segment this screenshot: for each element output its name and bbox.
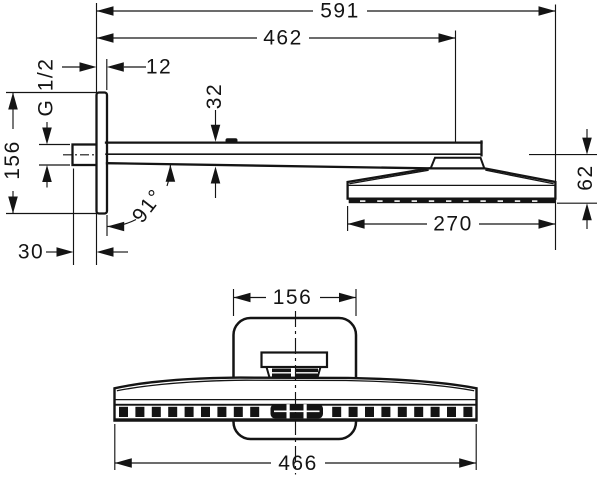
dim-462-label: 462 bbox=[263, 27, 303, 50]
nozzle-mark bbox=[514, 200, 521, 202]
nozzle-mark bbox=[201, 406, 210, 417]
arm-mount-plate bbox=[260, 351, 329, 369]
arrowhead bbox=[56, 247, 74, 257]
nozzle-mark bbox=[119, 406, 128, 417]
nozzle-mark bbox=[360, 200, 366, 202]
dim-thread: G 1/2 bbox=[35, 58, 70, 188]
arrowhead bbox=[459, 458, 477, 468]
arrowhead bbox=[8, 92, 18, 110]
arrowhead bbox=[42, 165, 52, 182]
dim-arm-angle: 91° bbox=[106, 164, 176, 236]
dim-plate-thickness: 12 bbox=[62, 56, 172, 90]
dim-30-label: 30 bbox=[18, 241, 44, 264]
nozzle-mark bbox=[446, 200, 452, 202]
arrowhead bbox=[538, 6, 556, 16]
arrowhead bbox=[96, 33, 114, 43]
arrowhead bbox=[114, 458, 132, 468]
head-outline bbox=[346, 167, 557, 200]
nozzle-mark bbox=[411, 200, 417, 202]
arrowhead bbox=[165, 164, 176, 182]
nozzle-mark bbox=[414, 406, 424, 417]
shower-head-side bbox=[346, 156, 557, 204]
nozzle-mark bbox=[447, 406, 456, 417]
dim-arm-height: 32 bbox=[203, 83, 226, 198]
side-view: 591 462 12 bbox=[1, 0, 597, 265]
dim-plate-height: 156 bbox=[1, 91, 96, 215]
dim-length-to-spray-center: 462 bbox=[96, 27, 457, 142]
arrowhead bbox=[107, 221, 125, 232]
dim-overall-length: 591 bbox=[96, 0, 557, 250]
nozzle-squares bbox=[119, 406, 473, 417]
spray-face bbox=[348, 198, 556, 204]
nozzle-mark bbox=[365, 406, 374, 417]
nozzle-mark bbox=[381, 406, 391, 417]
dim-62-label: 62 bbox=[574, 164, 597, 190]
arrowhead bbox=[96, 247, 114, 257]
nozzle-mark bbox=[397, 406, 407, 417]
wall-plate-side bbox=[95, 91, 109, 215]
dim-g12-label: G 1/2 bbox=[35, 58, 58, 117]
arrowhead bbox=[582, 203, 592, 221]
arm-underside-edge bbox=[105, 162, 434, 170]
nozzle-mark bbox=[168, 406, 178, 417]
nozzle-mark bbox=[428, 200, 435, 202]
arrowhead bbox=[538, 219, 556, 229]
arrowhead bbox=[438, 33, 456, 43]
dim-head-width: 466 bbox=[114, 424, 477, 475]
bottom-view: 156 bbox=[113, 286, 478, 475]
head-inner-slope bbox=[349, 169, 429, 185]
dim-head-height: 62 bbox=[529, 129, 597, 229]
arrowhead bbox=[339, 292, 356, 303]
nozzle-mark bbox=[430, 406, 440, 417]
arrowhead bbox=[210, 124, 221, 142]
dim-head-depth: 270 bbox=[347, 206, 556, 236]
nozzle-mark bbox=[217, 406, 227, 417]
arrowhead bbox=[8, 196, 18, 214]
arrowhead bbox=[42, 127, 52, 145]
dim-591-label: 591 bbox=[320, 0, 360, 23]
arrowhead bbox=[106, 62, 124, 72]
nozzle-mark bbox=[151, 406, 161, 417]
arrowhead bbox=[79, 62, 97, 72]
arrowhead bbox=[347, 219, 365, 229]
dim-plate-width: 156 bbox=[232, 286, 357, 316]
nozzle-mark bbox=[463, 200, 469, 202]
dim-12-label: 12 bbox=[146, 56, 172, 79]
arm-detail-bump bbox=[225, 138, 238, 143]
head-connector bbox=[429, 156, 486, 170]
dim-270-label: 270 bbox=[433, 213, 473, 236]
arrowhead bbox=[96, 6, 114, 16]
dim-32-label: 32 bbox=[203, 83, 226, 109]
nozzle-mark bbox=[233, 406, 243, 417]
nozzle-mark bbox=[394, 200, 400, 202]
nozzle-mark bbox=[250, 406, 260, 417]
dim-pipe-projection: 30 bbox=[18, 168, 128, 265]
nozzle-mark bbox=[480, 200, 486, 202]
head-inner-slope bbox=[485, 169, 554, 185]
dim-466-label: 466 bbox=[278, 452, 318, 475]
dim-156-bottom-label: 156 bbox=[273, 286, 313, 309]
nozzle-mark bbox=[135, 406, 145, 417]
nozzle-mark bbox=[184, 406, 194, 417]
nozzle-mark bbox=[497, 200, 503, 202]
shower-arm bbox=[104, 138, 483, 170]
nozzle-mark bbox=[377, 200, 383, 202]
arrowhead bbox=[210, 166, 221, 184]
nozzle-mark bbox=[348, 406, 358, 417]
center-nozzle-cluster bbox=[270, 404, 323, 419]
nozzle-mark bbox=[532, 200, 538, 202]
arrowhead bbox=[233, 292, 251, 303]
nozzle-mark bbox=[463, 406, 473, 417]
spray-face-nozzle-dashes bbox=[360, 200, 538, 202]
arrowhead bbox=[582, 137, 592, 155]
nozzle-mark bbox=[332, 406, 342, 417]
dim-156-side-label: 156 bbox=[1, 140, 24, 180]
